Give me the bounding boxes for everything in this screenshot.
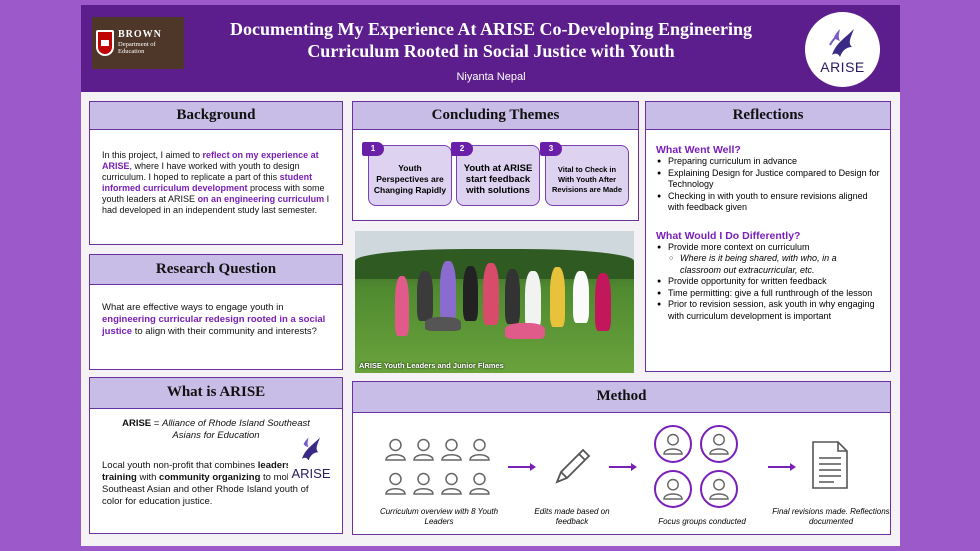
theme-card-1: Youth Perspectives are Changing Rapidly <box>368 145 452 206</box>
user-icon <box>413 472 434 495</box>
user-icon <box>413 438 434 461</box>
photo-person <box>525 271 541 329</box>
list-item: Checking in with youth to ensure revisio… <box>656 191 880 214</box>
group-photo: ARISE Youth Leaders and Junior Flames <box>355 231 634 373</box>
photo-person <box>440 261 456 321</box>
arise-small-logo-text: ARISE <box>291 466 331 481</box>
went-well-list: Preparing curriculum in advance Explaini… <box>656 156 880 214</box>
list-item: Provide opportunity for written feedback <box>656 276 880 288</box>
arrow-right-icon <box>609 463 637 471</box>
photo-caption: ARISE Youth Leaders and Junior Flames <box>359 361 504 370</box>
list-item: Preparing curriculum in advance <box>656 156 880 168</box>
do-differently-list: Provide more context on curriculum Where… <box>656 242 880 323</box>
arrow-right-icon <box>508 463 536 471</box>
what-is-arise-heading: What is ARISE <box>90 378 342 409</box>
list-item: Prior to revision session, ask youth in … <box>656 299 880 322</box>
photo-person <box>483 263 499 325</box>
method-step-4: Final revisions made. Reflections docume… <box>772 507 890 526</box>
theme-card-3: Vital to Check in With Youth After Revis… <box>545 145 629 206</box>
method-step-3: Focus groups conducted <box>658 517 746 526</box>
phoenix-icon <box>301 437 321 461</box>
photo-person <box>573 271 589 323</box>
theme-card-2: Youth at ARISE start feedback with solut… <box>456 145 540 206</box>
list-item: Time permitting: give a full runthrough … <box>656 288 880 300</box>
photo-person <box>595 273 611 331</box>
phoenix-icon <box>828 28 854 57</box>
what-is-arise-panel: What is ARISE ARISE = Alliance of Rhode … <box>89 377 343 534</box>
background-panel: Background In this project, I aimed to r… <box>89 101 343 245</box>
focus-group-icon <box>654 425 692 463</box>
went-well-heading: What Went Well? <box>656 144 741 156</box>
user-icon <box>469 438 490 461</box>
list-item: Explaining Design for Justice compared t… <box>656 168 880 191</box>
poster-title: Documenting My Experience At ARISE Co-De… <box>230 19 752 61</box>
arise-logo-text: ARISE <box>820 58 865 75</box>
research-question-panel: Research Question What are effective way… <box>89 254 343 370</box>
photo-person <box>505 269 520 324</box>
focus-group-icon <box>654 470 692 508</box>
focus-group-icon <box>700 425 738 463</box>
user-icon <box>441 438 462 461</box>
document-icon <box>812 441 848 489</box>
method-step-2: Edits made based on feedback <box>534 507 610 526</box>
pencil-icon <box>555 448 591 484</box>
user-icon <box>469 472 490 495</box>
list-subitem: Where is it being shared, with who, in a… <box>656 253 880 276</box>
arise-small-logo: ARISE <box>288 434 334 481</box>
user-icon <box>441 472 462 495</box>
theme-number-3: 3 <box>540 142 562 156</box>
photo-person <box>463 266 478 321</box>
reflections-heading: Reflections <box>646 102 890 130</box>
method-step-1: Curriculum overview with 8 Youth Leaders <box>379 507 499 526</box>
concluding-themes-heading: Concluding Themes <box>353 102 638 130</box>
research-question-text: What are effective ways to engage youth … <box>102 302 326 337</box>
background-text: In this project, I aimed to reflect on m… <box>102 150 330 215</box>
user-icon <box>385 472 406 495</box>
arise-definition: ARISE = Alliance of Rhode Island Southea… <box>122 418 310 441</box>
reflections-panel: Reflections What Went Well? Preparing cu… <box>645 101 891 372</box>
background-heading: Background <box>90 102 342 130</box>
photo-person <box>417 271 433 321</box>
arise-description: Local youth non-profit that combines lea… <box>102 460 309 507</box>
photo-person <box>425 317 461 331</box>
photo-person <box>550 267 565 327</box>
list-item: Provide more context on curriculum <box>656 242 880 254</box>
focus-group-icon <box>700 470 738 508</box>
theme-number-2: 2 <box>451 142 473 156</box>
photo-person <box>395 276 409 336</box>
brown-shield-icon <box>96 30 114 56</box>
method-heading: Method <box>353 382 890 413</box>
research-question-heading: Research Question <box>90 255 342 285</box>
brown-name: BROWN <box>118 28 162 40</box>
photo-person <box>505 323 545 339</box>
arrow-right-icon <box>768 463 796 471</box>
do-differently-heading: What Would I Do Differently? <box>656 229 801 242</box>
theme-number-1: 1 <box>362 142 384 156</box>
user-icon <box>385 438 406 461</box>
poster-author: Niyanta Nepal <box>456 71 526 83</box>
arise-logo: ARISE <box>805 12 880 87</box>
